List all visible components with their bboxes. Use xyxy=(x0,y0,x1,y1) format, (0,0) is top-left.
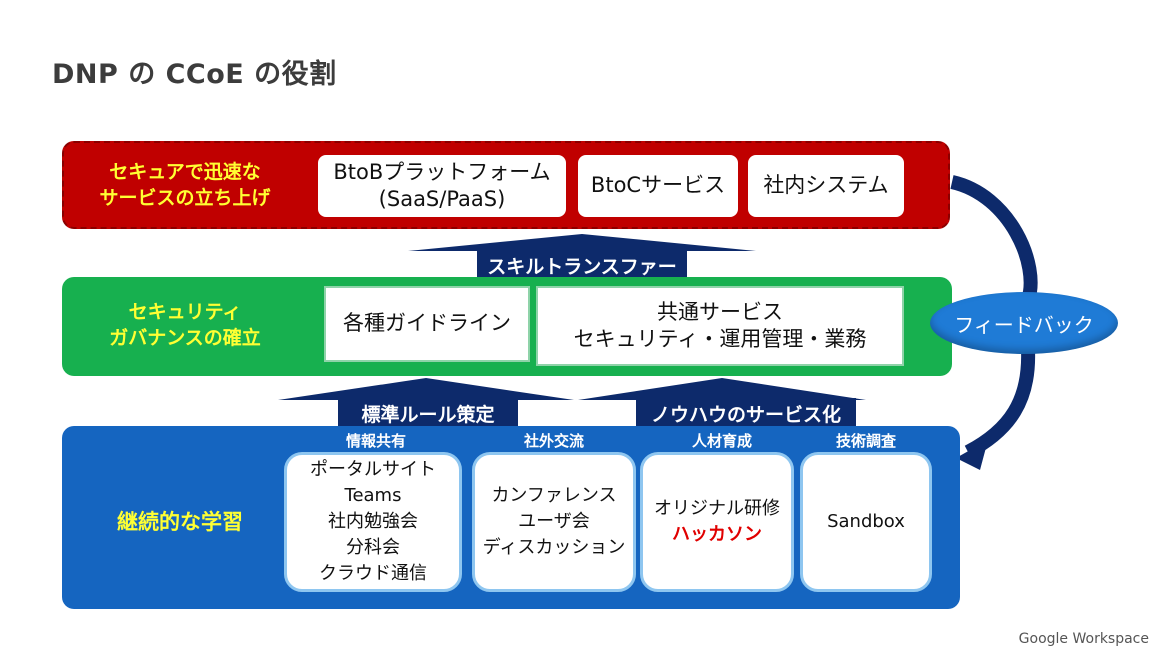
arrow-up-top xyxy=(408,234,756,251)
arrow-up-right xyxy=(578,378,866,400)
tech-research-box: Sandbox xyxy=(800,452,932,592)
external-exchange-box: カンファレンス ユーザ会 ディスカッション xyxy=(472,452,636,592)
info-sharing-item: 分科会 xyxy=(346,537,400,559)
hackathon-item: ハッカソン xyxy=(672,524,762,545)
external-exchange-item: カンファレンス xyxy=(491,484,617,506)
skill-transfer-label: スキルトランスファー xyxy=(477,250,687,281)
bottom-band-label: 継続的な学習 xyxy=(117,510,243,534)
btoc-service-label: BtoCサービス xyxy=(590,173,726,198)
middle-band-label: セキュリティ ガバナンスの確立 xyxy=(70,300,300,351)
info-sharing-item: ポータルサイト xyxy=(310,458,436,480)
internal-system-box: 社内システム xyxy=(748,155,904,217)
col-head-external-exchange: 社外交流 xyxy=(523,432,584,450)
standard-rules-label: 標準ルール策定 xyxy=(338,398,518,429)
guidelines-label: 各種ガイドライン xyxy=(343,311,511,336)
knowhow-service-label: ノウハウのサービス化 xyxy=(636,398,856,429)
col-head-talent-development: 人材育成 xyxy=(691,432,752,450)
btob-platform-line2: (SaaS/PaaS) xyxy=(378,187,506,211)
btob-platform-box: BtoBプラットフォーム (SaaS/PaaS) xyxy=(318,155,566,217)
btob-platform-line1: BtoBプラットフォーム xyxy=(333,159,551,184)
google-workspace-logo: Google Workspace xyxy=(1018,631,1149,647)
top-band-label: セキュアで迅速な サービスの立ち上げ xyxy=(70,160,300,211)
info-sharing-item: クラウド通信 xyxy=(319,563,427,585)
talent-development-box: オリジナル研修 ハッカソン xyxy=(640,452,794,592)
sandbox-item: Sandbox xyxy=(827,510,905,532)
info-sharing-item: Teams xyxy=(344,484,402,506)
col-head-tech-research: 技術調査 xyxy=(835,432,896,450)
arrow-up-left xyxy=(278,378,574,400)
middle-band-label-line1: セキュリティ xyxy=(128,301,242,323)
top-band-label-line2: サービスの立ち上げ xyxy=(99,186,271,209)
feedback-badge: フィードバック xyxy=(930,292,1118,354)
external-exchange-item: ディスカッション xyxy=(482,537,626,559)
original-training-item: オリジナル研修 xyxy=(654,497,780,519)
col-head-info-sharing: 情報共有 xyxy=(345,432,406,450)
middle-band-label-line2: ガバナンスの確立 xyxy=(109,326,261,349)
btoc-service-box: BtoCサービス xyxy=(578,155,738,217)
external-exchange-item: ユーザ会 xyxy=(518,510,590,532)
feedback-arrowhead xyxy=(956,440,988,470)
common-service-box: 共通サービス セキュリティ・運用管理・業務 xyxy=(536,286,904,366)
info-sharing-box: ポータルサイト Teams 社内勉強会 分科会 クラウド通信 xyxy=(284,452,462,592)
common-service-line1: 共通サービス xyxy=(657,299,783,324)
info-sharing-item: 社内勉強会 xyxy=(328,510,418,532)
internal-system-label: 社内システム xyxy=(763,173,889,198)
page-title: DNP の CCoE の役割 xyxy=(52,59,337,90)
common-service-line2: セキュリティ・運用管理・業務 xyxy=(573,327,867,351)
guidelines-box: 各種ガイドライン xyxy=(324,286,530,362)
top-band-label-line1: セキュアで迅速な xyxy=(109,161,261,183)
